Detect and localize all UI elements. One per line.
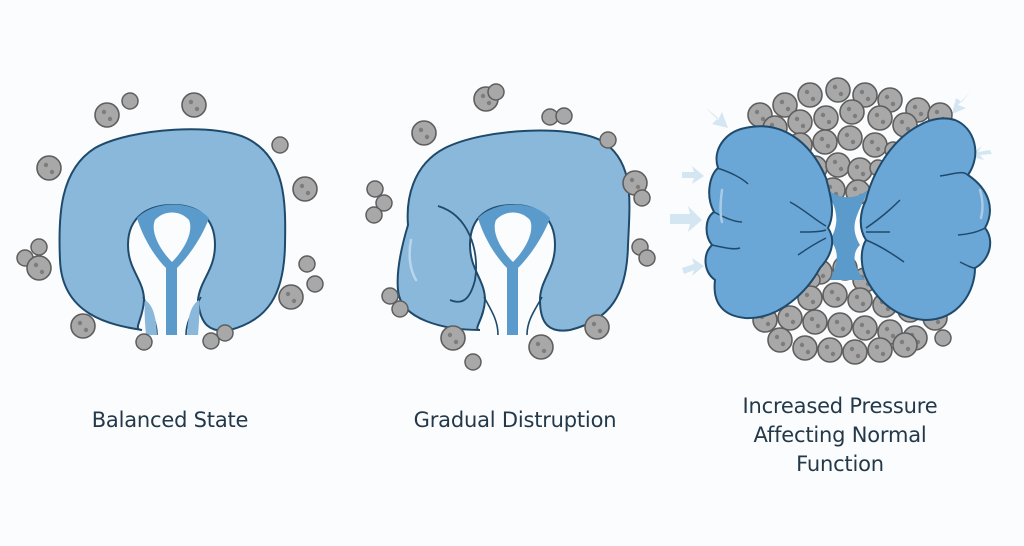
- organ-body: [58, 128, 287, 332]
- urethral-channel: [137, 204, 209, 335]
- caption-line: Function: [796, 452, 884, 476]
- organ-body: [396, 129, 631, 332]
- caption-line: Affecting Normal: [753, 423, 927, 447]
- caption-line: Increased Pressure: [742, 394, 938, 418]
- gradual-disruption-illustration: [365, 83, 656, 371]
- caption-gradual-disruption: Gradual Distruption: [385, 406, 645, 435]
- caption-line: Gradual Distruption: [413, 408, 617, 432]
- left-lobe: [704, 125, 834, 320]
- balanced-state-illustration: [16, 92, 324, 351]
- caption-balanced-state: Balanced State: [40, 406, 300, 435]
- compressed-channel: [825, 188, 868, 280]
- urethral-channel: [478, 204, 550, 335]
- right-lobe: [859, 117, 992, 322]
- caption-line: Balanced State: [91, 408, 249, 432]
- caption-increased-pressure: Increased Pressure Affecting Normal Func…: [705, 392, 975, 479]
- increased-pressure-illustration: [670, 77, 992, 365]
